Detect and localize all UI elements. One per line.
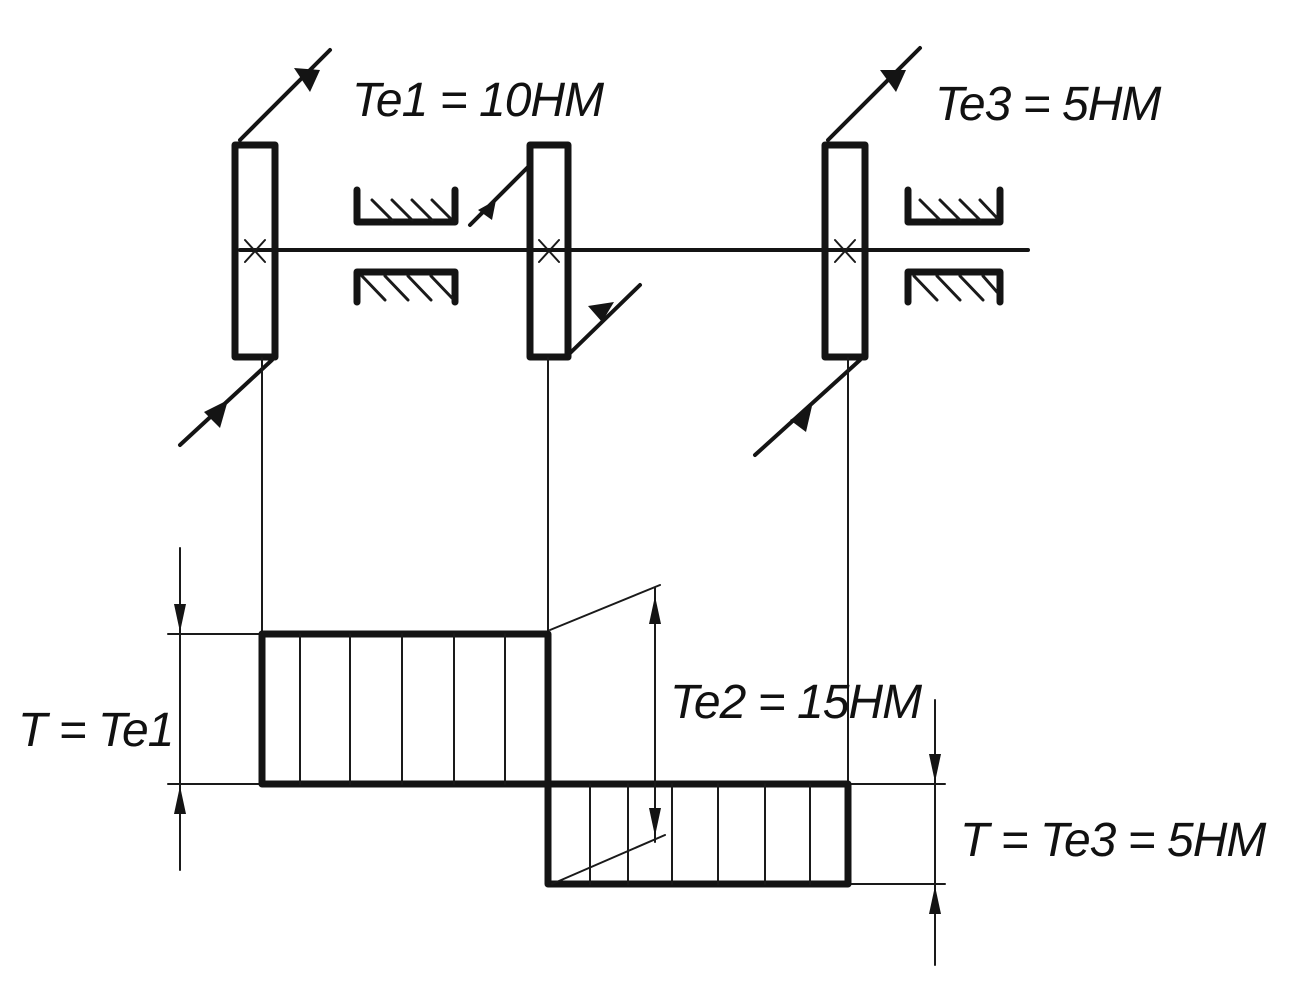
positive-torque-block [258, 630, 552, 788]
label-torque-1: Te1 = 10НМ [352, 74, 604, 127]
bearing-1 [353, 186, 459, 306]
force-arrow-gear3-top [826, 46, 922, 142]
gear-3 [821, 141, 869, 361]
bearing-2 [904, 186, 1004, 306]
torque-plot [167, 547, 946, 966]
label-diagram-bottom: T = Te3 = 5НМ [960, 814, 1266, 867]
force-arrow-gear1-top [238, 48, 332, 142]
label-torque-2: Te2 = 15НМ [670, 676, 922, 729]
gear-2 [526, 141, 572, 361]
jump-leader-bottom [551, 834, 666, 885]
jump-leader-top [549, 584, 661, 631]
label-torque-3: Te3 = 5НМ [935, 78, 1161, 131]
negative-torque-block [544, 780, 852, 888]
force-arrow-gear2-top [468, 163, 532, 227]
force-arrow-gear3-bottom [753, 358, 862, 457]
force-arrow-gear1-bottom [178, 358, 274, 447]
force-arrow-gear2-bottom [563, 283, 642, 360]
gear-1 [231, 141, 279, 361]
label-diagram-top: T = Te1 [18, 704, 173, 757]
